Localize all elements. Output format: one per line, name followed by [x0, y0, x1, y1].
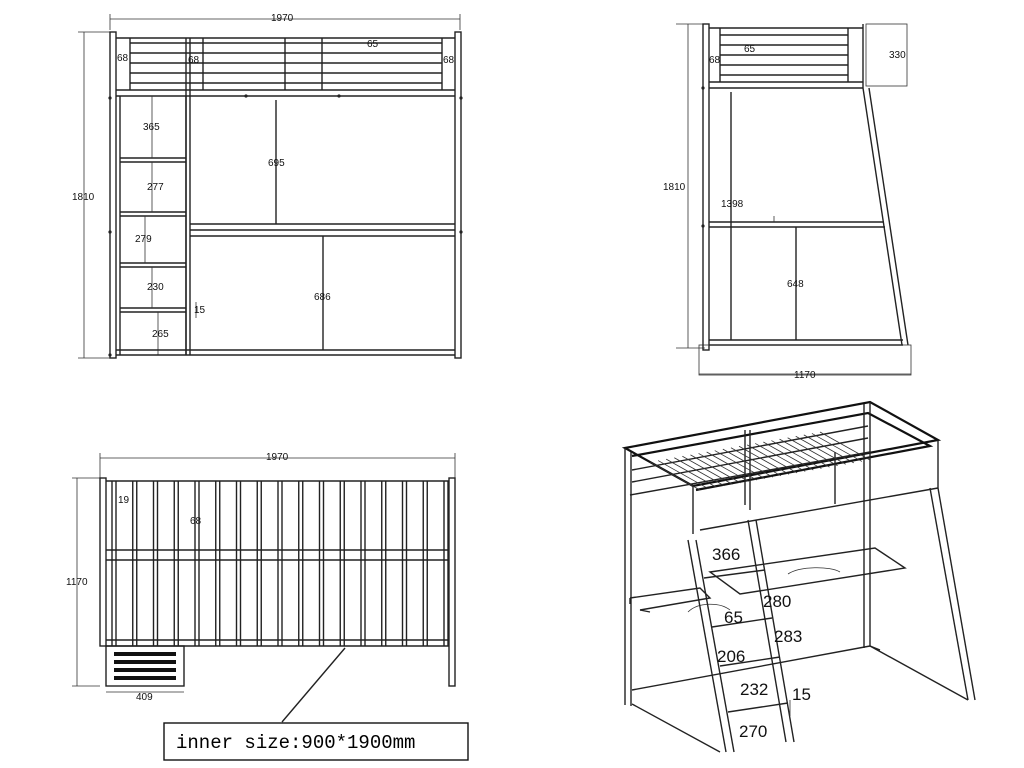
top-length-label: 1970: [266, 452, 289, 463]
iso-dim-280: 280: [763, 592, 791, 611]
iso-slat-line: [665, 458, 717, 488]
front-step-small-label: 15: [194, 305, 206, 316]
side-view: 1810 330 68 65 1398 648 1170: [663, 23, 912, 381]
top-slat-gap-label: 19: [118, 495, 130, 506]
front-width-label: 1970: [271, 13, 294, 24]
iso-slat-line: [698, 453, 749, 482]
iso-dim-232: 232: [740, 680, 768, 699]
front-step3-label: 279: [135, 234, 152, 245]
iso-slat-line: [795, 435, 846, 465]
side-rail-left-label: 68: [709, 55, 721, 66]
iso-slat-line: [819, 431, 871, 461]
iso-dim-15: 15: [792, 685, 811, 704]
slats: [111, 481, 449, 646]
iso-slat-line: [738, 445, 790, 475]
iso-slat-line: [722, 448, 774, 478]
iso-dim-283: 283: [774, 627, 802, 646]
iso-slat-line: [714, 450, 765, 479]
front-view: 1970 1810 68 68 68 65: [72, 13, 463, 359]
iso-slats: [649, 431, 871, 491]
side-height-label: 1810: [663, 182, 686, 193]
side-desk-height-label: 1398: [721, 199, 744, 210]
iso-view: 366 280 65 283 206 232 15 270: [621, 400, 976, 753]
side-lower-opening-label: 648: [787, 279, 804, 290]
front-rail-left-label: 68: [117, 53, 129, 64]
front-step5-label: 265: [152, 329, 169, 340]
iso-dim-65: 65: [724, 608, 743, 627]
iso-slat-line: [690, 454, 741, 484]
iso-slat-line: [657, 460, 709, 489]
top-view: 1970 1170 19 68 409 inner size:900*1900m…: [66, 452, 469, 761]
top-slat-label: 68: [190, 516, 202, 527]
iso-slat-line: [755, 443, 806, 472]
front-rail-spacing-label: 65: [367, 39, 379, 50]
front-height-label: 1810: [72, 192, 95, 203]
iso-slat-line: [730, 447, 782, 477]
iso-slat-line: [682, 455, 733, 485]
inner-size-note: inner size:900*1900mm: [176, 732, 415, 754]
iso-slat-line: [649, 461, 701, 491]
iso-slat-line: [771, 440, 822, 469]
top-ladder-width-label: 409: [136, 692, 153, 703]
ladder-rungs: [114, 652, 176, 680]
iso-dim-270: 270: [739, 722, 767, 741]
front-step2-label: 277: [147, 182, 164, 193]
iso-slat-line: [763, 441, 814, 471]
front-rail-mid-label: 68: [188, 55, 200, 66]
side-length-label: 1170: [794, 370, 816, 381]
iso-slat-line: [779, 438, 830, 468]
front-rail-right-label: 68: [443, 55, 455, 66]
iso-slat-line: [803, 434, 855, 464]
front-lower-opening-label: 686: [314, 292, 331, 303]
iso-slat-line: [674, 457, 725, 487]
front-upper-opening-label: 695: [268, 158, 285, 169]
iso-slat-line: [706, 451, 757, 481]
front-step1-label: 365: [143, 122, 160, 133]
iso-dim-206: 206: [717, 647, 745, 666]
side-rail-spacing-label: 65: [744, 44, 756, 55]
iso-dim-366: 366: [712, 545, 740, 564]
iso-slat-line: [811, 433, 863, 462]
top-width-label: 1170: [66, 577, 88, 588]
iso-slat-line: [746, 444, 798, 474]
front-step4-label: 230: [147, 282, 164, 293]
iso-slat-line: [787, 437, 838, 467]
side-guard-height-label: 330: [889, 50, 906, 61]
